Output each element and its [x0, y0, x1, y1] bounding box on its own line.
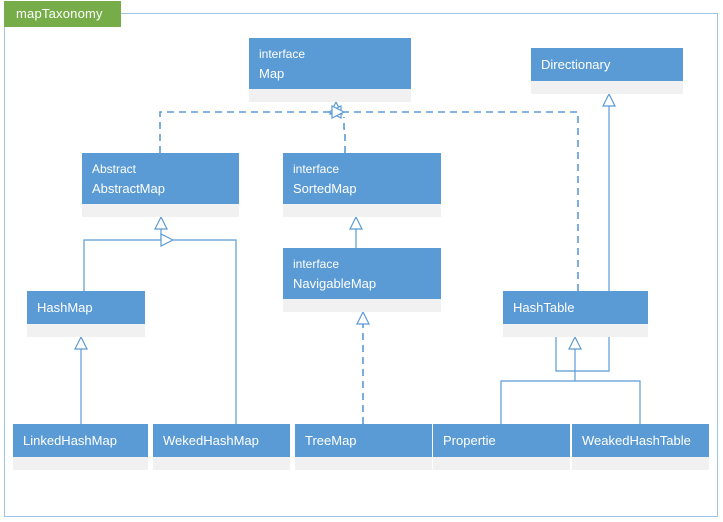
class-name-directionary: Directionary [541, 57, 611, 72]
edge-abstractmap-realizes-map [159, 111, 329, 153]
class-header-weakedhashtable: WeakedHashTable [572, 424, 709, 457]
class-box-treemap[interactable]: TreeMap [295, 424, 432, 470]
class-stereotype-map: interface [259, 47, 306, 61]
class-box-directionary[interactable]: Directionary [531, 48, 683, 94]
arrowhead-realization-navigablemap [356, 310, 370, 325]
class-header-directionary: Directionary [531, 48, 683, 81]
class-box-linkedhashmap[interactable]: LinkedHashMap [13, 424, 148, 470]
class-name-hashmap: HashMap [37, 300, 93, 315]
class-members-compartment-linkedhashmap [13, 457, 148, 470]
class-members-compartment-weakedhashtable [572, 457, 709, 470]
class-header-treemap: TreeMap [295, 424, 432, 457]
class-stereotype-navigablemap: interface [293, 257, 340, 271]
class-members-compartment-abstractmap [82, 204, 239, 217]
class-header-propertie: Propertie [433, 424, 570, 457]
class-members-compartment-propertie [433, 457, 570, 470]
class-header-linkedhashmap: LinkedHashMap [13, 424, 148, 457]
class-name-navigablemap: NavigableMap [293, 276, 377, 291]
class-name-weakedhashtable: WeakedHashTable [582, 433, 691, 448]
class-box-weakedhashtable[interactable]: WeakedHashTable [572, 424, 709, 470]
arrowhead-realization-map-right [331, 105, 346, 119]
class-box-propertie[interactable]: Propertie [433, 424, 570, 470]
edge-hashmap-wekedhashmap-extends-abstractmap [83, 239, 237, 424]
class-header-hashmap: HashMap [27, 291, 145, 324]
arrowhead-gen-hashmap [74, 335, 88, 350]
class-name-propertie: Propertie [443, 433, 496, 448]
class-box-hashtable[interactable]: HashTable [503, 291, 648, 337]
class-members-compartment-hashmap [27, 324, 145, 337]
arrowhead-gen-sortedmap [349, 215, 363, 230]
class-members-compartment-navigablemap [283, 299, 441, 312]
class-members-compartment-map [249, 89, 411, 102]
class-name-linkedhashmap: LinkedHashMap [23, 433, 117, 448]
class-name-hashtable: HashTable [513, 300, 575, 315]
class-name-abstractmap: AbstractMap [92, 181, 165, 196]
arrowhead-gen-directionary [602, 92, 616, 107]
class-stereotype-sortedmap: interface [293, 162, 340, 176]
class-name-sortedmap: SortedMap [293, 181, 357, 196]
class-header-hashtable: HashTable [503, 291, 648, 324]
class-box-hashmap[interactable]: HashMap [27, 291, 145, 337]
class-name-treemap: TreeMap [305, 433, 357, 448]
class-stereotype-abstractmap: Abstract [92, 162, 137, 176]
class-members-compartment-hashtable [503, 324, 648, 337]
class-members-compartment-treemap [295, 457, 432, 470]
class-header-wekedhashmap: WekedHashMap [153, 424, 290, 457]
arrowhead-gen-abstractmap [154, 215, 168, 230]
class-name-map: Map [259, 66, 285, 81]
class-members-compartment-directionary [531, 81, 683, 94]
class-box-wekedhashmap[interactable]: WekedHashMap [153, 424, 290, 470]
class-name-wekedhashmap: WekedHashMap [163, 433, 259, 448]
package-tab-label: mapTaxonomy [16, 6, 103, 21]
class-members-compartment-wekedhashmap [153, 457, 290, 470]
edge-sortedmap-realizes-map [343, 117, 346, 153]
arrowhead-gen-abstractmap-side [160, 233, 175, 247]
edge-propertie-weakedhashtable-extends-hashtable [500, 380, 641, 424]
package-tab[interactable]: mapTaxonomy [4, 1, 121, 27]
class-members-compartment-sortedmap [283, 204, 441, 217]
arrowhead-gen-hashtable [568, 335, 582, 350]
